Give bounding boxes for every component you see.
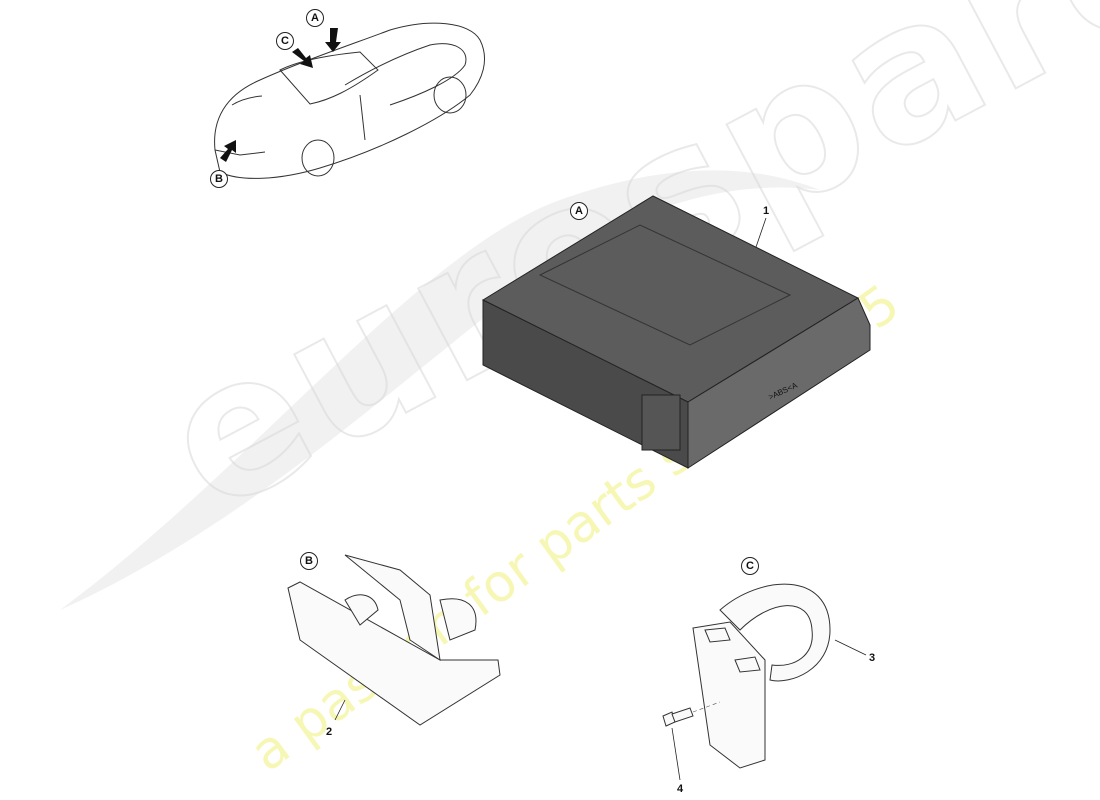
callout-B-detail: B <box>300 552 318 570</box>
callout-C-detail: C <box>741 557 759 575</box>
callout-A-detail: A <box>570 202 588 220</box>
part-number-3[interactable]: 3 <box>869 652 876 664</box>
part-number-2[interactable]: 2 <box>326 726 333 738</box>
part-number-1[interactable]: 1 <box>763 205 770 217</box>
part-number-4[interactable]: 4 <box>677 783 684 795</box>
callout-A-overview: A <box>306 9 324 27</box>
callout-C-overview: C <box>276 32 294 50</box>
callout-B-overview: B <box>210 170 228 188</box>
